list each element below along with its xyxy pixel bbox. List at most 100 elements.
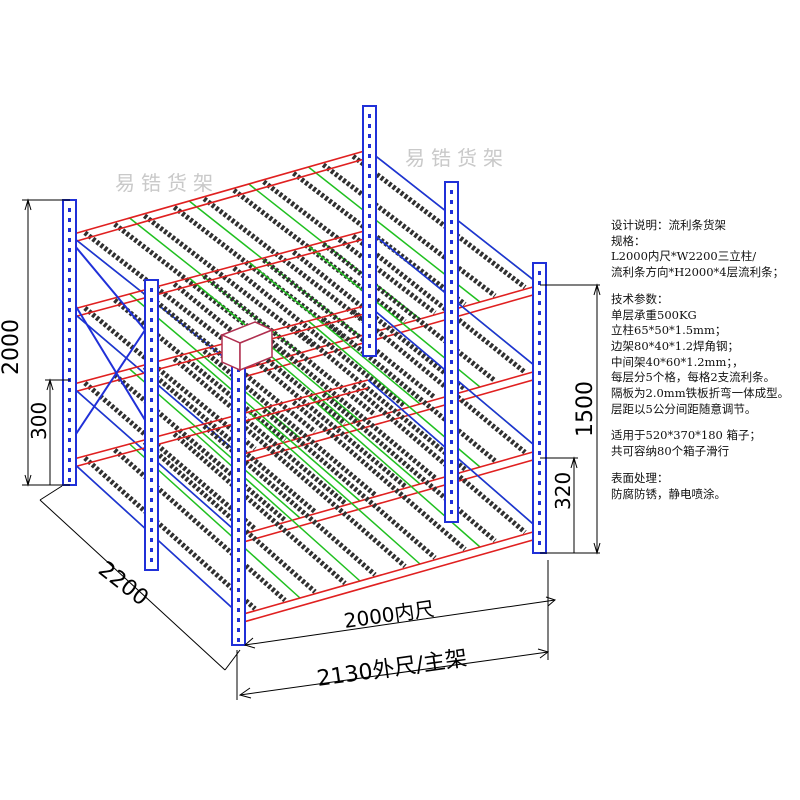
upright-hole <box>368 234 371 238</box>
upright-hole <box>68 468 71 472</box>
upright-hole <box>450 380 453 384</box>
upright-hole <box>68 308 71 312</box>
upright-hole <box>368 154 371 158</box>
roller-track <box>113 222 287 358</box>
upright-hole <box>450 410 453 414</box>
roller-track <box>351 309 527 455</box>
upright-hole <box>450 210 453 214</box>
left-bracing <box>69 239 146 441</box>
upright-hole <box>150 428 153 432</box>
upright-hole <box>237 428 240 432</box>
front-beam <box>239 457 541 544</box>
roller-track <box>142 213 317 349</box>
front-beam <box>239 449 541 536</box>
upright-hole <box>538 381 541 385</box>
roller-track <box>262 179 437 315</box>
upright-hole <box>68 318 71 322</box>
upright-hole <box>150 418 153 422</box>
upright-hole <box>150 508 153 512</box>
roller-track <box>232 341 407 489</box>
upright-hole <box>368 204 371 208</box>
shelf-layer <box>69 304 541 544</box>
upright-hole <box>450 270 453 274</box>
upright-hole <box>68 368 71 372</box>
upright-hole <box>538 301 541 305</box>
upright-hole <box>538 281 541 285</box>
upright-hole <box>150 558 153 562</box>
roller-track <box>83 456 257 611</box>
upright-hole <box>150 348 153 352</box>
upright-hole <box>150 398 153 402</box>
upright-hole <box>237 508 240 512</box>
upright-hole <box>368 224 371 228</box>
upright-hole <box>150 328 153 332</box>
upright-hole <box>237 588 240 592</box>
dim-width-side: 2200 <box>93 557 153 611</box>
back-beam <box>69 312 369 394</box>
upright-hole <box>368 124 371 128</box>
upright-hole <box>150 408 153 412</box>
roller-track <box>172 357 347 506</box>
roller-track <box>142 365 317 514</box>
upright-hole <box>538 341 541 345</box>
tech-title: 技术参数： <box>611 291 669 306</box>
upright-hole <box>450 260 453 264</box>
upright-hole <box>150 488 153 492</box>
upright-hole <box>538 361 541 365</box>
roller-track <box>351 384 527 535</box>
roller-track <box>291 325 467 472</box>
roller-track <box>321 392 497 543</box>
carton-box <box>220 321 274 372</box>
lane-divider <box>248 336 421 485</box>
upright-hole <box>450 510 453 514</box>
roller-track <box>351 234 527 375</box>
tech-line: 立柱65*50*1.5mm； <box>611 323 727 338</box>
upright-hole <box>450 420 453 424</box>
upright-hole <box>450 470 453 474</box>
upright-hole <box>237 408 240 412</box>
upright-hole <box>538 471 541 475</box>
surface-line: 防腐防锈，静电喷涂。 <box>611 486 726 501</box>
upright-hole <box>237 628 240 632</box>
upright-hole <box>237 608 240 612</box>
upright-hole <box>368 344 371 348</box>
upright-hole <box>538 421 541 425</box>
upright-front-right <box>532 262 547 554</box>
roller-track <box>172 205 347 341</box>
upright-hole <box>237 618 240 622</box>
upright-hole <box>150 498 153 502</box>
roller-track <box>83 306 257 451</box>
upright-hole <box>538 311 541 315</box>
upright-hole <box>368 304 371 308</box>
roller-track <box>321 162 497 298</box>
watermark-right: 易锆货架 <box>405 146 509 170</box>
upright-hole <box>237 598 240 602</box>
roller-track <box>321 242 497 383</box>
spec-design-note: 设计说明：流利条货架 <box>611 218 726 232</box>
upright-hole <box>68 258 71 262</box>
back-beam <box>69 387 369 469</box>
roller-track <box>291 250 467 392</box>
upright-back-left <box>62 199 77 486</box>
tech-line: 每层分5个格，每格2支流利条。 <box>611 370 776 385</box>
front-beam <box>239 292 541 379</box>
upright-hole <box>237 538 240 542</box>
upright-hole <box>368 324 371 328</box>
upright-hole <box>450 350 453 354</box>
lane-divider <box>248 261 421 405</box>
upright-hole <box>68 358 71 362</box>
upright-hole <box>150 458 153 462</box>
roller-track <box>262 258 437 400</box>
back-beam <box>69 229 369 311</box>
upright-hole <box>150 288 153 292</box>
upright-hole <box>237 418 240 422</box>
upright-hole <box>450 280 453 284</box>
upright-hole <box>68 268 71 272</box>
upright-hole <box>237 458 240 462</box>
front-beam <box>239 537 541 624</box>
upright-hole <box>538 531 541 535</box>
tech-line: 层距以5公分间距随意调节。 <box>611 401 757 416</box>
upright-hole <box>450 230 453 234</box>
upright-hole <box>538 461 541 465</box>
